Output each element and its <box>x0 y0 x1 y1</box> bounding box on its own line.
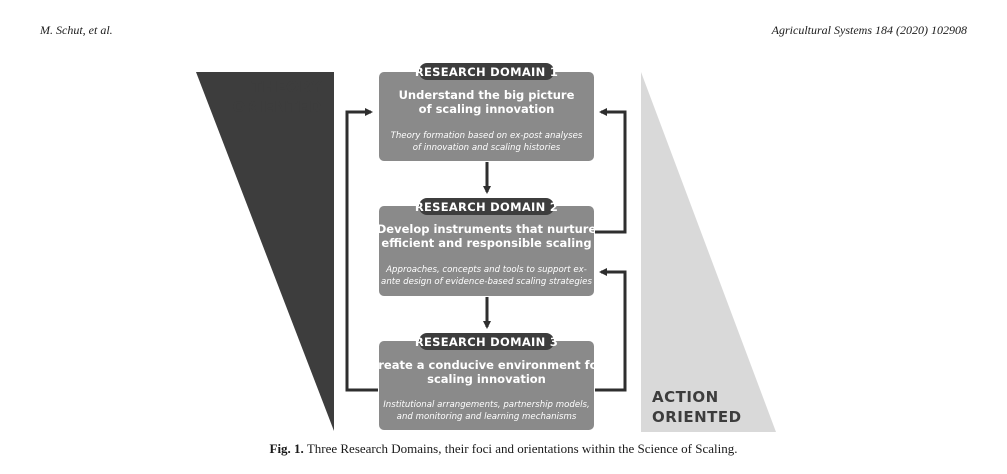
domain-2-tag <box>419 198 554 215</box>
domain-1-subtitle-line2: of innovation and scaling histories <box>413 143 561 153</box>
domain-3-box <box>379 341 594 430</box>
domain-3-subtitle-line1: Institutional arrangements, partnership … <box>383 400 589 410</box>
theory-oriented-triangle <box>196 72 334 431</box>
caption-text: Three Research Domains, their foci and o… <box>303 441 738 456</box>
arrow-domain3-to-domain2 <box>595 268 627 392</box>
figure-diagram: THEORY ORIENTED ACTION ORIENTED RESEARCH… <box>196 63 776 432</box>
domain-1-tag <box>419 63 554 80</box>
theory-label-line2: ORIENTED <box>232 98 322 116</box>
figure-caption: Fig. 1. Three Research Domains, their fo… <box>0 441 1007 457</box>
domain-2-box <box>379 206 594 296</box>
domain-2-tag-label: RESEARCH DOMAIN 2 <box>415 200 558 214</box>
domain-1-title-line1: Understand the big picture <box>399 88 575 102</box>
domain-3-title-line2: scaling innovation <box>427 372 546 386</box>
domain-3-tag <box>419 333 554 350</box>
action-label-line1: ACTION <box>652 388 719 406</box>
action-oriented-triangle <box>641 72 776 432</box>
domain-1-title-line2: of scaling innovation <box>419 102 555 116</box>
domain-3-title-line1: Create a conducive environment for <box>370 358 604 372</box>
arrow-domain3-to-domain1 <box>345 108 378 392</box>
domain-1-tag-label: RESEARCH DOMAIN 1 <box>415 65 558 79</box>
domain-3-subtitle-line2: and monitoring and learning mechanisms <box>397 412 577 422</box>
action-label-line2: ORIENTED <box>652 408 742 426</box>
domain-2-title-line2: efficient and responsible scaling <box>381 236 591 250</box>
theory-label-line1: THEORY <box>252 78 323 96</box>
caption-label: Fig. 1. <box>269 441 304 456</box>
domain-3-tag-label: RESEARCH DOMAIN 3 <box>415 335 558 349</box>
domain-2-subtitle-line1: Approaches, concepts and tools to suppor… <box>385 265 587 275</box>
domain-2-subtitle-line2: ante design of evidence-based scaling st… <box>381 277 592 287</box>
domain-2-title-line1: Develop instruments that nurture <box>377 222 597 236</box>
arrow-domain2-to-domain1 <box>595 108 627 234</box>
running-header-authors: M. Schut, et al. <box>40 23 113 37</box>
running-header-journal: Agricultural Systems 184 (2020) 102908 <box>771 23 967 37</box>
domain-1-subtitle-line1: Theory formation based on ex-post analys… <box>391 131 583 141</box>
domain-1-box <box>379 72 594 161</box>
